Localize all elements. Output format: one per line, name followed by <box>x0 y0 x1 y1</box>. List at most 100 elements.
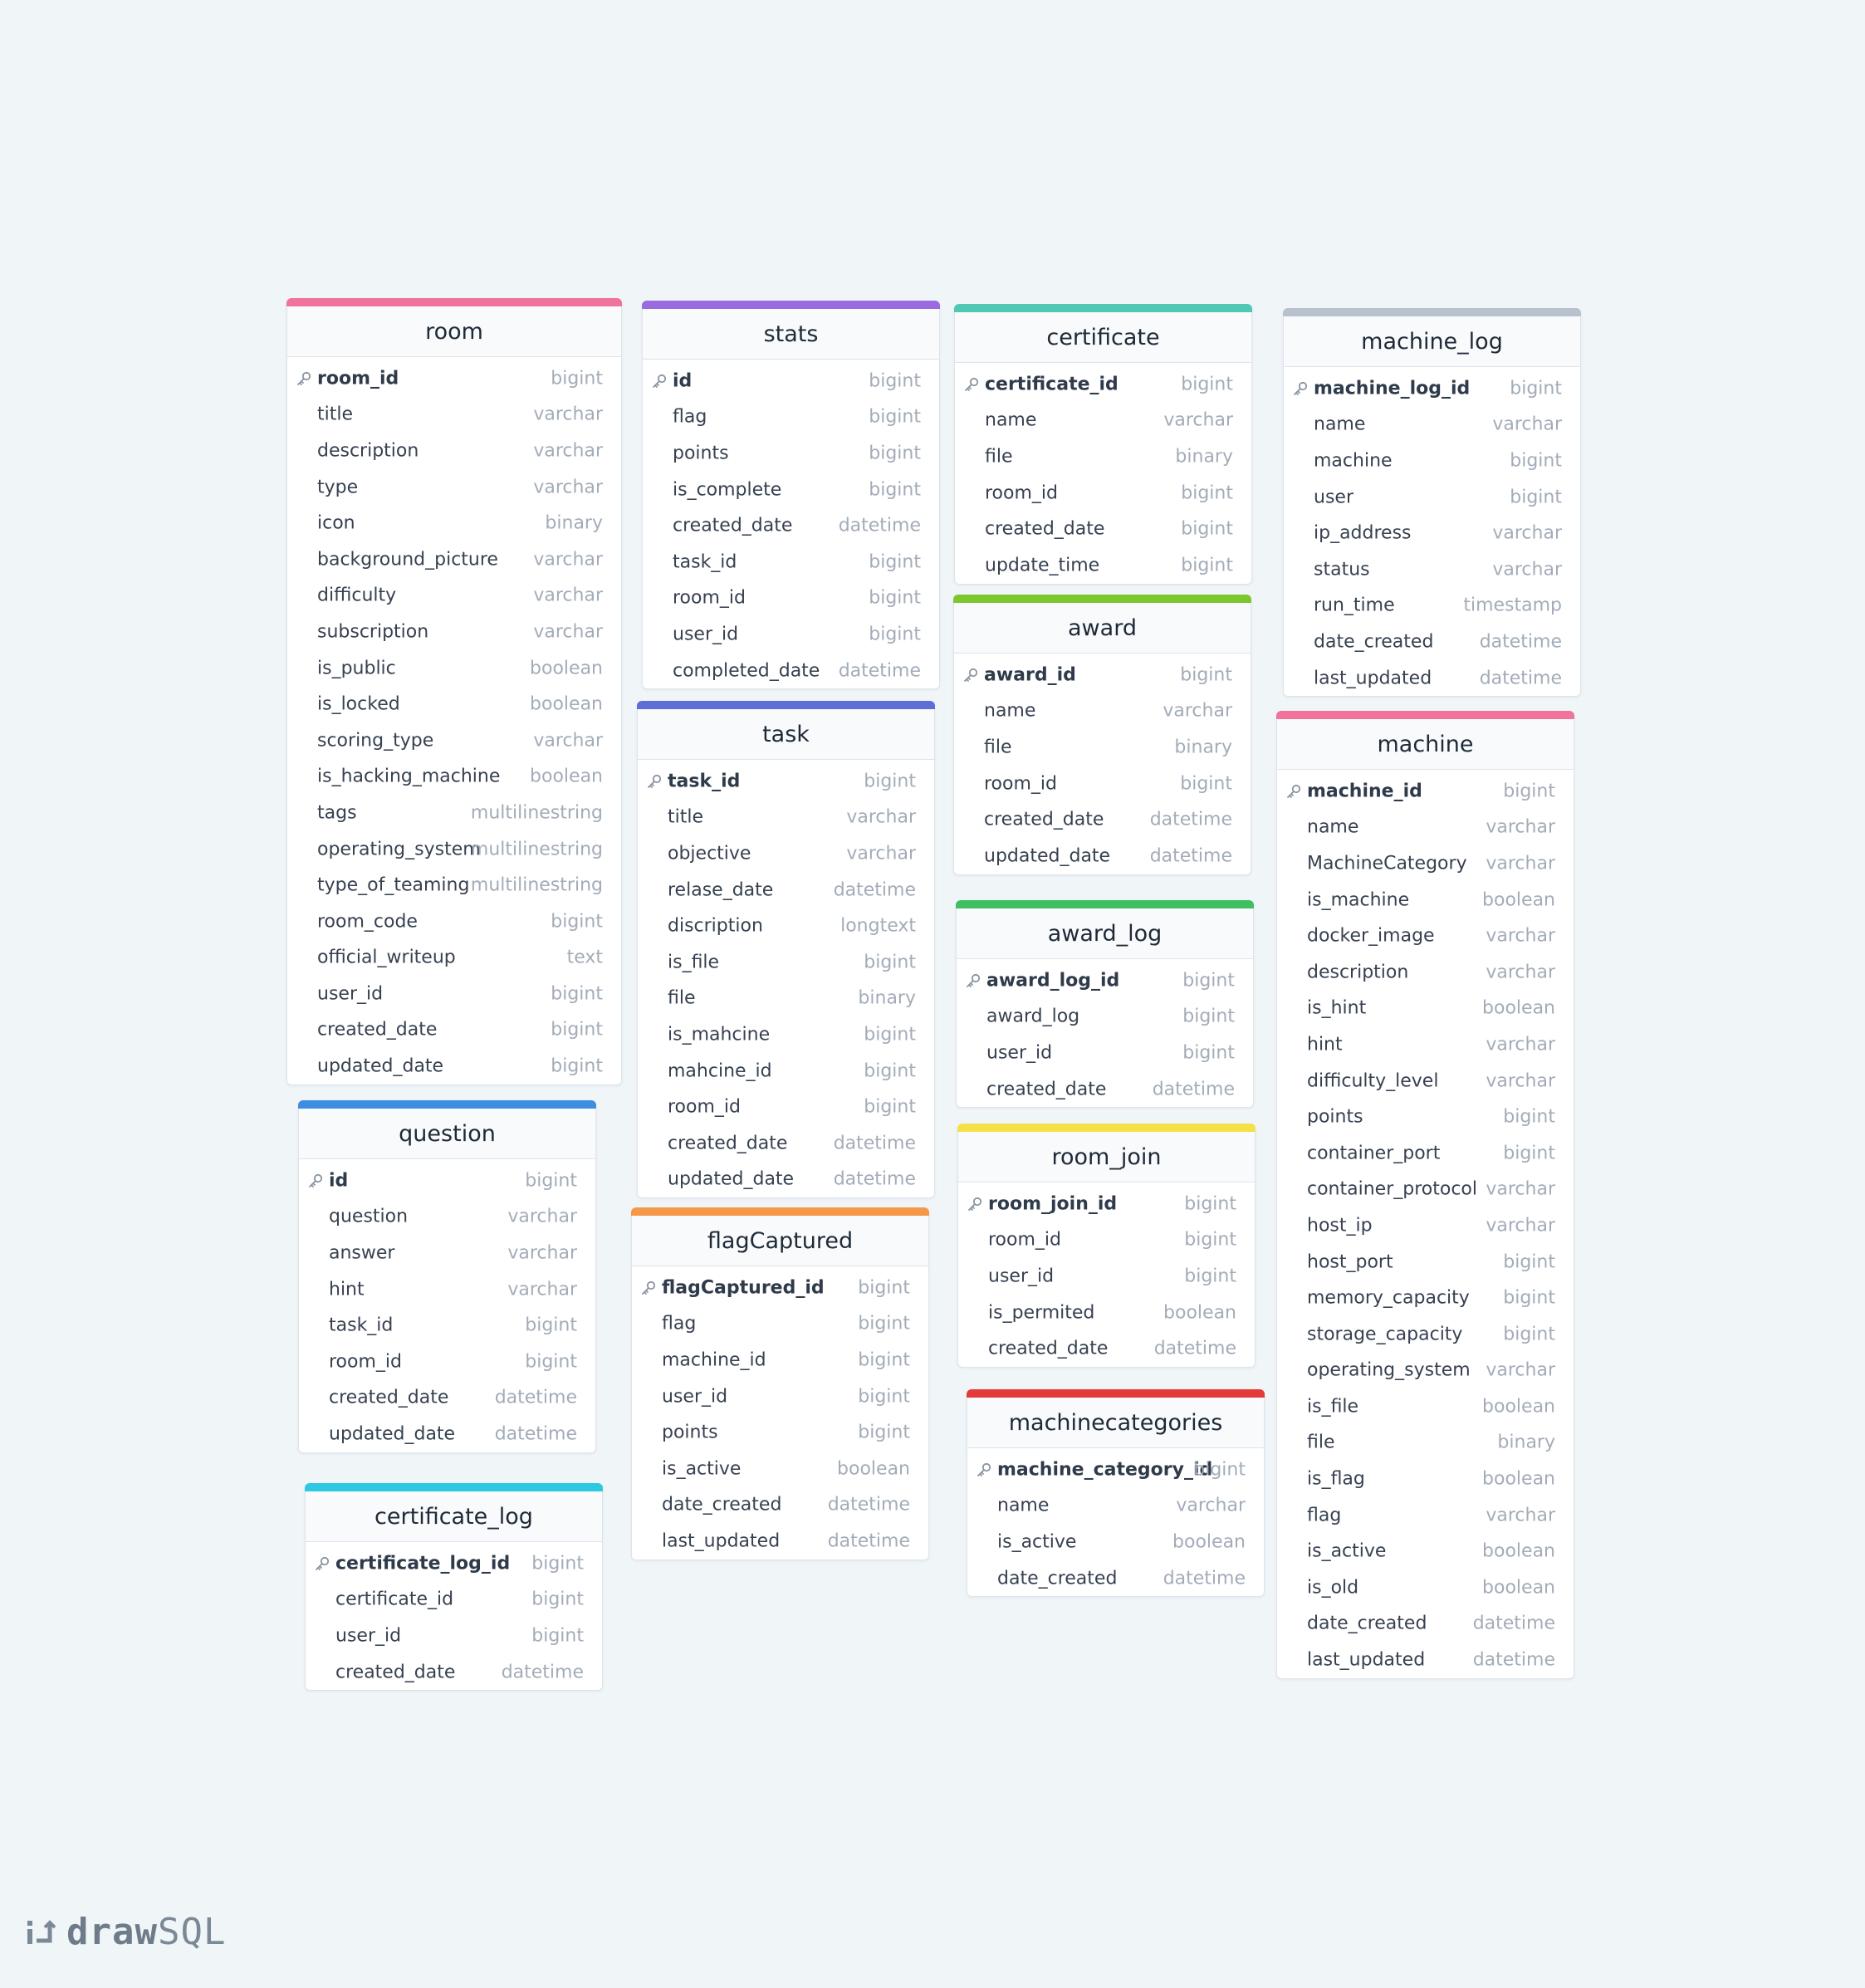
table-title[interactable]: certificate <box>955 312 1251 363</box>
table-title[interactable]: question <box>299 1109 595 1159</box>
table-title[interactable]: award_log <box>957 908 1253 959</box>
table-title[interactable]: stats <box>643 309 939 360</box>
table-title[interactable]: room_join <box>958 1132 1255 1183</box>
table-title[interactable]: machine <box>1277 719 1574 770</box>
table-title[interactable]: machinecategories <box>967 1398 1264 1448</box>
table-title[interactable]: task <box>638 709 934 760</box>
table-title[interactable]: room <box>287 306 621 357</box>
